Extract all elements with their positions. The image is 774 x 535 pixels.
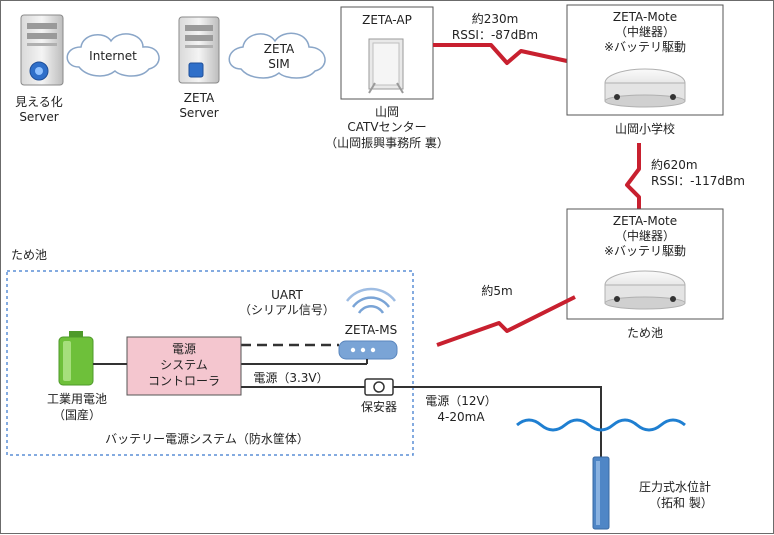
zeta-sim-label-2: SIM <box>268 57 290 71</box>
sensor-label-1: 圧力式水位計 <box>639 479 711 494</box>
mote1-place: 山岡小学校 <box>615 121 675 136</box>
link2-rssi: RSSI：-117dBm <box>651 174 745 188</box>
sensor-label-2: （拓和 製） <box>649 496 713 510</box>
internet-cloud-icon <box>66 33 160 77</box>
radio-link-mote1-to-mote2 <box>625 143 641 209</box>
battery-icon <box>58 331 94 386</box>
mote1-sub2: ※バッテリ駆動 <box>604 40 686 54</box>
protector-label: 保安器 <box>361 399 397 414</box>
water-level-sensor-icon <box>592 456 610 530</box>
battery-system-caption: バッテリー電源システム（防水筐体） <box>105 431 309 446</box>
zeta-ap-location-1: 山岡 <box>375 105 399 119</box>
uart-label-2: （シリアル信号） <box>239 303 335 317</box>
protector-icon <box>364 378 394 396</box>
viewer-server-label-2: Server <box>19 110 58 124</box>
zeta-ap-title: ZETA-AP <box>362 13 412 27</box>
zeta-sim-label-1: ZETA <box>264 42 295 56</box>
zeta-ap-location-3: （山岡振興事務所 裏） <box>325 135 449 150</box>
battery-label-2: （国産） <box>53 407 101 422</box>
mote2-sub1: （中継器） <box>615 228 675 243</box>
radio-link-mote2-to-ms <box>436 295 576 347</box>
radio-link-ap-to-mote1 <box>433 43 568 65</box>
zeta-ms-router-icon <box>338 340 398 360</box>
mote2-title: ZETA-Mote <box>613 214 677 228</box>
viewer-server-icon <box>20 14 64 86</box>
sensor-cable-line <box>393 386 602 457</box>
link2-distance: 約620m <box>651 157 698 172</box>
mote1-sub1: （中継器） <box>615 24 675 39</box>
water-surface-wave <box>516 418 686 432</box>
controller-label-2: システム <box>160 358 208 372</box>
viewer-server-label-1: 見える化 <box>15 95 63 109</box>
power-33v-label: 電源（3.3V） <box>253 371 328 385</box>
zeta-sim-cloud-icon <box>228 32 326 79</box>
link1-distance: 約230m <box>472 11 519 26</box>
battery-label-1: 工業用電池 <box>47 392 107 406</box>
zeta-ms-wifi-icon <box>346 287 396 314</box>
zeta-server-label-2: Server <box>179 106 218 120</box>
mote1-device-icon <box>604 68 686 108</box>
mote2-place: ため池 <box>627 326 663 340</box>
mote2-device-icon <box>604 270 686 310</box>
link1-rssi: RSSI：-87dBm <box>452 28 538 42</box>
uart-label-1: UART <box>271 288 303 302</box>
link3-distance: 約5m <box>481 283 512 298</box>
zeta-server-icon <box>178 16 220 84</box>
zeta-ap-location-2: CATVセンター <box>347 120 426 134</box>
zeta-ms-label: ZETA-MS <box>345 323 397 337</box>
access-point-device-icon <box>368 38 404 94</box>
controller-label-3: コントローラ <box>148 374 220 388</box>
power-controller-box <box>126 336 242 396</box>
zeta-server-label-1: ZETA <box>184 91 215 105</box>
pond-area-label: ため池 <box>11 248 47 262</box>
power-12v-label-1: 電源（12V） <box>425 394 496 408</box>
mote1-title: ZETA-Mote <box>613 10 677 24</box>
internet-label: Internet <box>89 49 137 63</box>
power-12v-label-2: 4-20mA <box>437 410 485 424</box>
battery-system-enclosure <box>6 270 414 456</box>
mote2-sub2: ※バッテリ駆動 <box>604 244 686 258</box>
controller-label-1: 電源 <box>172 342 196 356</box>
